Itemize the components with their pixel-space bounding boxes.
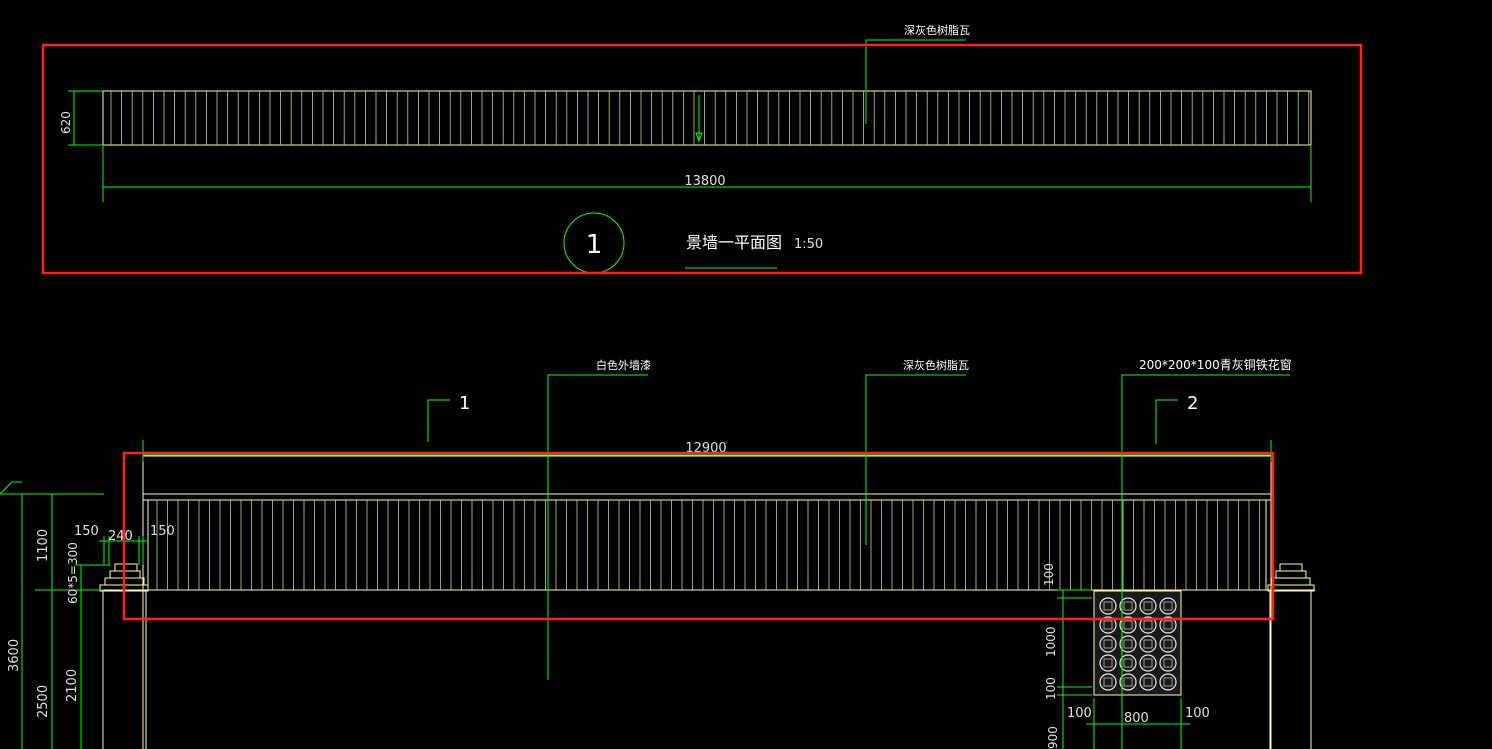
section-mark-2-text: 2 bbox=[1187, 393, 1198, 414]
lattice-ring bbox=[1099, 635, 1117, 653]
right-pillar bbox=[1267, 563, 1315, 749]
lattice-ring bbox=[1159, 597, 1177, 615]
plan-material-label: 深灰色树脂瓦 bbox=[904, 23, 970, 37]
window-hdim-100a: 100 bbox=[1067, 706, 1092, 721]
paint-label: 白色外墙漆 bbox=[596, 358, 651, 372]
elevation-tile-area bbox=[147, 499, 1267, 591]
lattice-square bbox=[1103, 639, 1113, 649]
vdim-1100-text: 1100 bbox=[36, 529, 51, 562]
lattice-square bbox=[1163, 601, 1173, 611]
plan-center-arrow-head bbox=[695, 132, 703, 143]
window-vdim-100b: 100 bbox=[1044, 677, 1058, 700]
section-mark-1-text: 1 bbox=[459, 393, 470, 414]
lattice-ring bbox=[1159, 635, 1177, 653]
lattice-ring bbox=[1159, 616, 1177, 634]
plan-view: 深灰色树脂瓦 620 13800 1 景墙一平面图 1:50 bbox=[59, 23, 1312, 274]
plan-wall-outline bbox=[102, 90, 1312, 146]
window-leader bbox=[1121, 374, 1290, 749]
lattice-ring bbox=[1119, 597, 1137, 615]
lattice-square bbox=[1103, 677, 1113, 687]
lattice-ring bbox=[1139, 673, 1157, 691]
plan-scale: 1:50 bbox=[794, 237, 823, 252]
lattice-square bbox=[1143, 601, 1153, 611]
plan-length-dim-text: 13800 bbox=[684, 174, 725, 189]
window-label: 200*200*100青灰铜铁花窗 bbox=[1139, 357, 1292, 372]
lattice-square bbox=[1163, 620, 1173, 630]
selection-box-elevation[interactable] bbox=[122, 451, 1275, 621]
lattice-square bbox=[1163, 658, 1173, 668]
left-dim-150b: 150 bbox=[150, 524, 175, 539]
left-dim-150a: 150 bbox=[74, 524, 99, 539]
selection-box-plan[interactable] bbox=[41, 43, 1363, 275]
lattice-ring bbox=[1119, 654, 1137, 672]
lattice-ring bbox=[1099, 654, 1117, 672]
section-mark-1-symbol bbox=[427, 399, 450, 442]
lattice-window-pattern bbox=[1099, 597, 1177, 691]
lattice-ring bbox=[1139, 635, 1157, 653]
lattice-ring bbox=[1159, 673, 1177, 691]
plan-tile-lines bbox=[110, 91, 1310, 145]
lattice-ring bbox=[1139, 654, 1157, 672]
lattice-square bbox=[1103, 658, 1113, 668]
vdim-3600-text: 3600 bbox=[7, 639, 22, 672]
lattice-ring bbox=[1099, 616, 1117, 634]
tile-label: 深灰色树脂瓦 bbox=[903, 358, 969, 372]
lattice-square bbox=[1143, 620, 1153, 630]
lattice-ring bbox=[1099, 673, 1117, 691]
elevation-view: 白色外墙漆 深灰色树脂瓦 200*200*100青灰铜铁花窗 1 2 12900… bbox=[0, 357, 1315, 749]
window-vdim-100a: 100 bbox=[1042, 563, 1056, 586]
lattice-ring bbox=[1119, 635, 1137, 653]
lattice-window bbox=[1093, 590, 1182, 696]
elevation-tile-lines bbox=[156, 500, 1260, 590]
lattice-square bbox=[1163, 677, 1173, 687]
vdim-2100-text: 2100 bbox=[65, 669, 80, 702]
lattice-ring bbox=[1119, 616, 1137, 634]
lattice-square bbox=[1143, 639, 1153, 649]
lattice-square bbox=[1123, 639, 1133, 649]
lattice-ring bbox=[1119, 673, 1137, 691]
coping-band bbox=[142, 493, 1272, 501]
lattice-ring bbox=[1159, 654, 1177, 672]
left-dim-240: 240 bbox=[108, 529, 133, 544]
plan-depth-dim-text: 620 bbox=[59, 111, 73, 134]
tile-leader bbox=[865, 374, 966, 545]
lattice-square bbox=[1123, 677, 1133, 687]
lattice-square bbox=[1103, 620, 1113, 630]
lattice-square bbox=[1123, 658, 1133, 668]
section-mark-2-symbol bbox=[1155, 399, 1178, 444]
lattice-square bbox=[1163, 639, 1173, 649]
window-vdim-1000: 1000 bbox=[1044, 626, 1058, 657]
lattice-ring bbox=[1139, 597, 1157, 615]
vdim-2500-text: 2500 bbox=[36, 685, 51, 718]
window-hdim-100b: 100 bbox=[1185, 706, 1210, 721]
lattice-ring bbox=[1099, 597, 1117, 615]
vdim-60x5-text: 60*5=300 bbox=[66, 542, 80, 604]
lattice-square bbox=[1123, 620, 1133, 630]
window-vdim-900: 900 bbox=[1046, 726, 1060, 749]
elevation-datum-symbol bbox=[0, 481, 22, 495]
window-hdim-800: 800 bbox=[1124, 711, 1149, 726]
lattice-square bbox=[1123, 601, 1133, 611]
paint-leader bbox=[547, 374, 648, 680]
lattice-square bbox=[1103, 601, 1113, 611]
lattice-square bbox=[1143, 677, 1153, 687]
lattice-square bbox=[1143, 658, 1153, 668]
plan-material-leader bbox=[865, 39, 966, 124]
lattice-ring bbox=[1139, 616, 1157, 634]
plan-title: 景墙一平面图 bbox=[686, 233, 782, 252]
detail-number-text: 1 bbox=[586, 230, 603, 260]
